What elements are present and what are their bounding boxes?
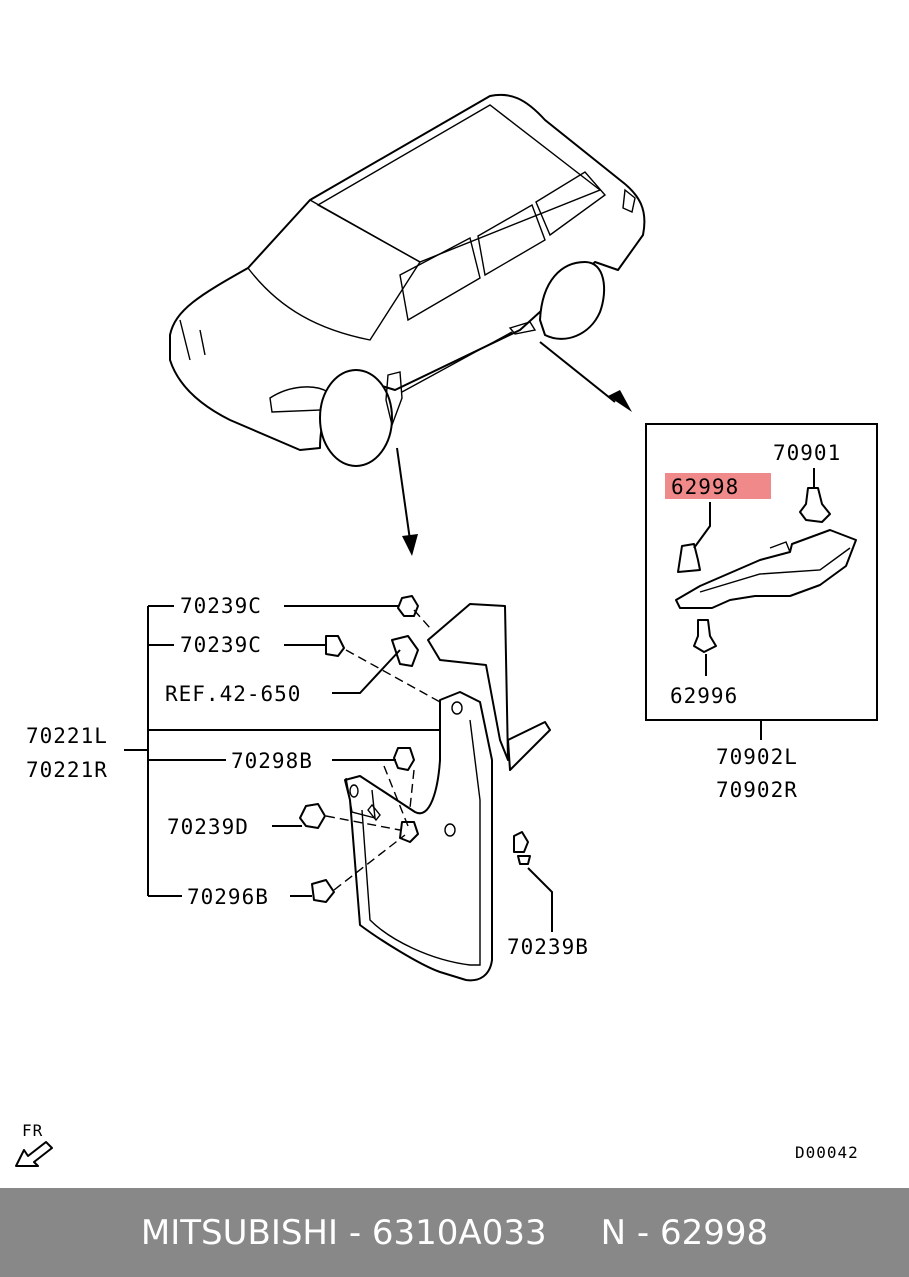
install-lines bbox=[325, 609, 441, 891]
inset-box bbox=[645, 423, 878, 740]
footer-bar: MITSUBISHI - 6310A033 N - 62998 bbox=[0, 1188, 909, 1277]
label-ref-42-650: REF.42-650 bbox=[165, 682, 301, 706]
diagram-code: D00042 bbox=[795, 1143, 859, 1162]
label-70239c-upper: 70239C bbox=[180, 594, 262, 618]
vehicle-illustration bbox=[169, 93, 646, 467]
label-70221l: 70221L bbox=[26, 724, 108, 748]
mudflap-assembly bbox=[344, 603, 551, 982]
front-label: FR bbox=[22, 1121, 43, 1140]
leader-lines bbox=[124, 605, 553, 932]
label-62996: 62996 bbox=[670, 684, 738, 708]
label-70239c-lower: 70239C bbox=[180, 633, 262, 657]
label-70221r: 70221R bbox=[26, 758, 108, 782]
label-70902l: 70902L bbox=[716, 745, 798, 769]
label-70901: 70901 bbox=[773, 441, 841, 465]
label-70239d: 70239D bbox=[167, 815, 249, 839]
footer-part-info: MITSUBISHI - 6310A033 N - 62998 bbox=[140, 1212, 769, 1253]
fasteners bbox=[299, 595, 531, 903]
label-70298b: 70298B bbox=[231, 749, 313, 773]
highlight-62998 bbox=[665, 473, 771, 499]
front-arrow-icon bbox=[15, 1141, 53, 1167]
label-62998: 62998 bbox=[671, 475, 739, 499]
front-direction-marker: FR bbox=[15, 1121, 53, 1167]
label-70902r: 70902R bbox=[716, 778, 798, 802]
pointer-arrows bbox=[396, 341, 632, 556]
label-70239b: 70239B bbox=[507, 935, 589, 959]
parts-diagram: 70239C 70239C REF.42-650 70221L 70221R 7… bbox=[15, 93, 878, 1167]
label-70296b: 70296B bbox=[187, 885, 269, 909]
